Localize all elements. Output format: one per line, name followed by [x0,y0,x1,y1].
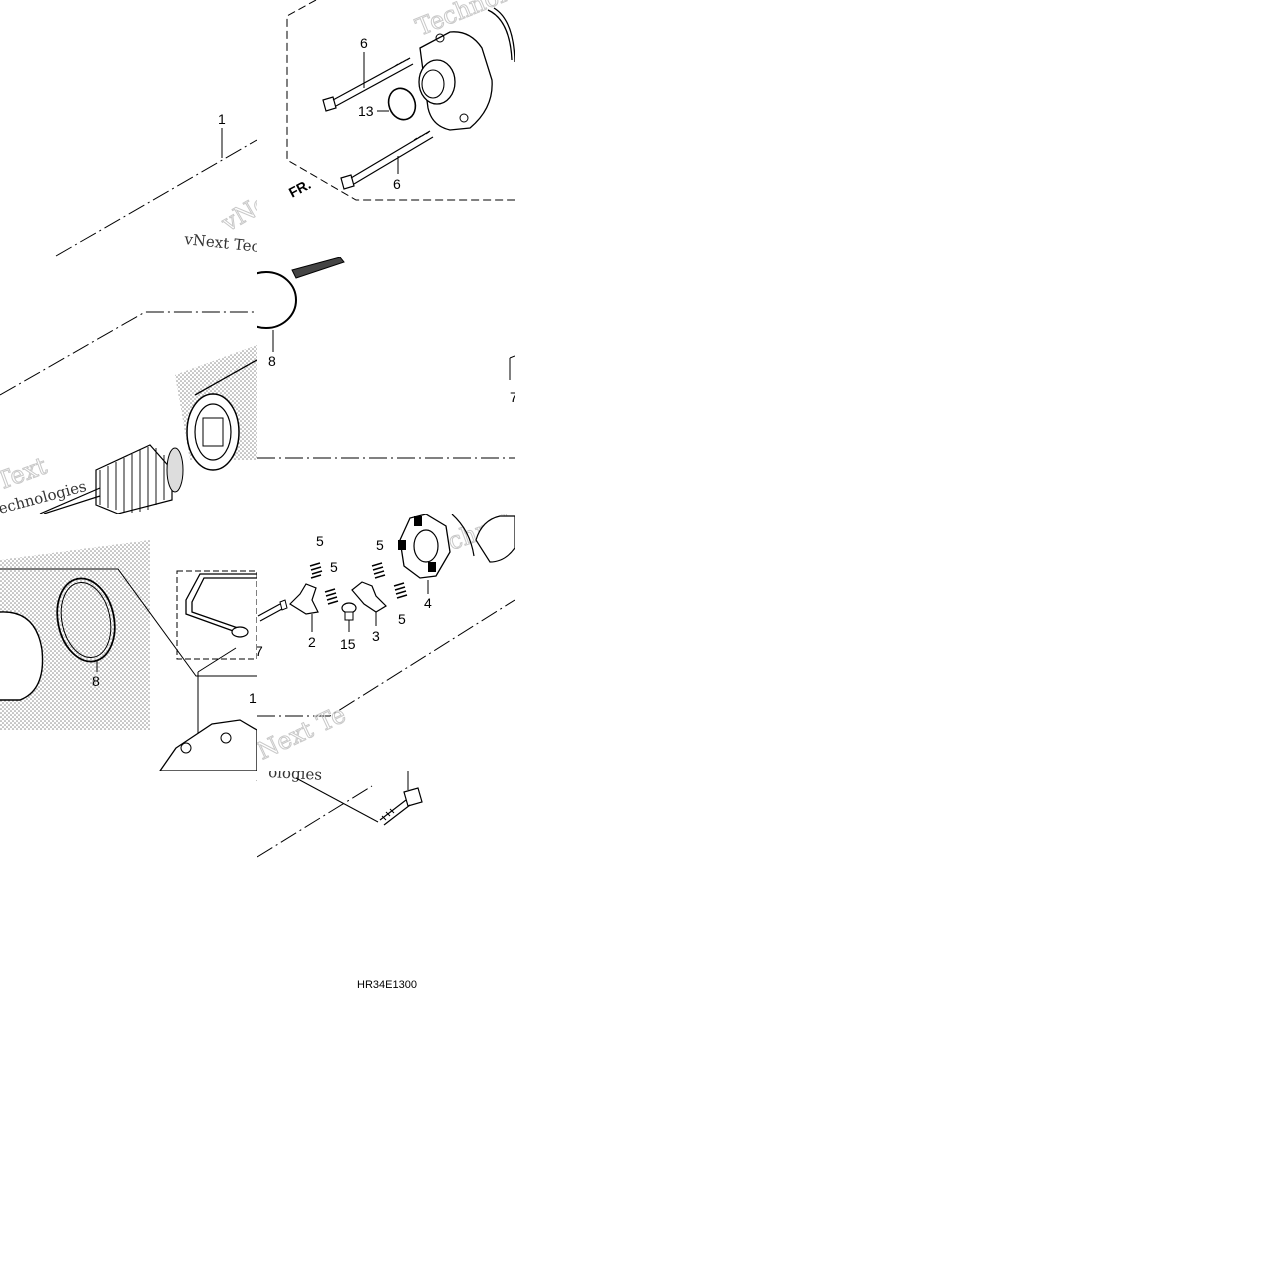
through-bolt-lower [340,130,434,190]
terminal-cable [185,573,257,633]
watermark-text: Next Te [253,700,350,765]
callout-13: 13 [358,103,374,119]
watermark-text: vNext Tec [183,230,261,256]
brush-spring [324,588,339,605]
assembly-outline [0,568,257,677]
leader-line [197,647,237,673]
callout-8-lower: 8 [92,673,100,689]
callout-15: 15 [340,636,356,652]
tile-bottom-left [256,780,257,782]
brush-spring [371,562,386,579]
callout-5-a: 5 [316,533,324,549]
armature [39,444,184,514]
tile-lower-right: Technol 5 5 5 5 4 [253,514,515,766]
tile-top-right: Technol 6 13 [286,0,515,201]
o-ring-8 [56,577,116,663]
watermark-text: ologies [268,763,323,784]
callout-6-upper: 6 [360,35,368,51]
yoke-housing [0,611,44,701]
front-direction-label: FR. [286,176,313,201]
callout-7-edge: 7 [510,389,518,405]
leader-line [295,777,379,823]
through-bolt-upper [322,57,414,112]
assembly-outline [55,139,257,257]
callout-1-top: 1 [218,111,226,127]
front-end-cover [418,7,515,131]
rear-housing [159,719,257,771]
terminal-bolt [257,599,288,622]
tile-top-left: 1 vNext Tec vNe [55,111,273,257]
callout-6-lower: 6 [393,176,401,192]
tile-lower-left: HONDA 8 1 [0,540,257,771]
tile-middle-left: Text echnologies [0,311,257,514]
brush-3 [351,581,387,613]
screw-15 [341,602,357,621]
brush-holder-plate [398,514,515,579]
pinion-shaft [291,257,345,279]
callout-2: 2 [308,634,316,650]
drawing-code: HR34E1300 [357,979,417,991]
yoke-housing [186,359,257,471]
callout-4: 4 [424,595,432,611]
callout-5-b: 5 [330,559,338,575]
brush-2 [289,583,319,615]
callout-5-d: 5 [398,611,406,627]
callout-7-bolt: 7 [255,643,263,659]
mounting-bolt [379,787,423,826]
callout-5-c: 5 [376,537,384,553]
callout-1-lower: 1 [249,690,257,706]
callout-3: 3 [372,628,380,644]
o-ring-8 [257,271,297,329]
brush-spring [393,582,408,599]
brush-spring [309,562,323,579]
o-ring-13 [387,87,417,121]
part-edge [509,355,515,380]
tile-middle-right: 8 7 [257,257,518,459]
cable-detail-box [176,570,257,660]
watermark-text: vNe [216,189,273,238]
assembly-outline [0,311,257,396]
assembly-outline [257,785,373,858]
assembly-outline [257,599,515,717]
callout-8-tile: 8 [268,353,276,369]
tile-bottom-right: ologies HR34E1300 [257,763,423,991]
